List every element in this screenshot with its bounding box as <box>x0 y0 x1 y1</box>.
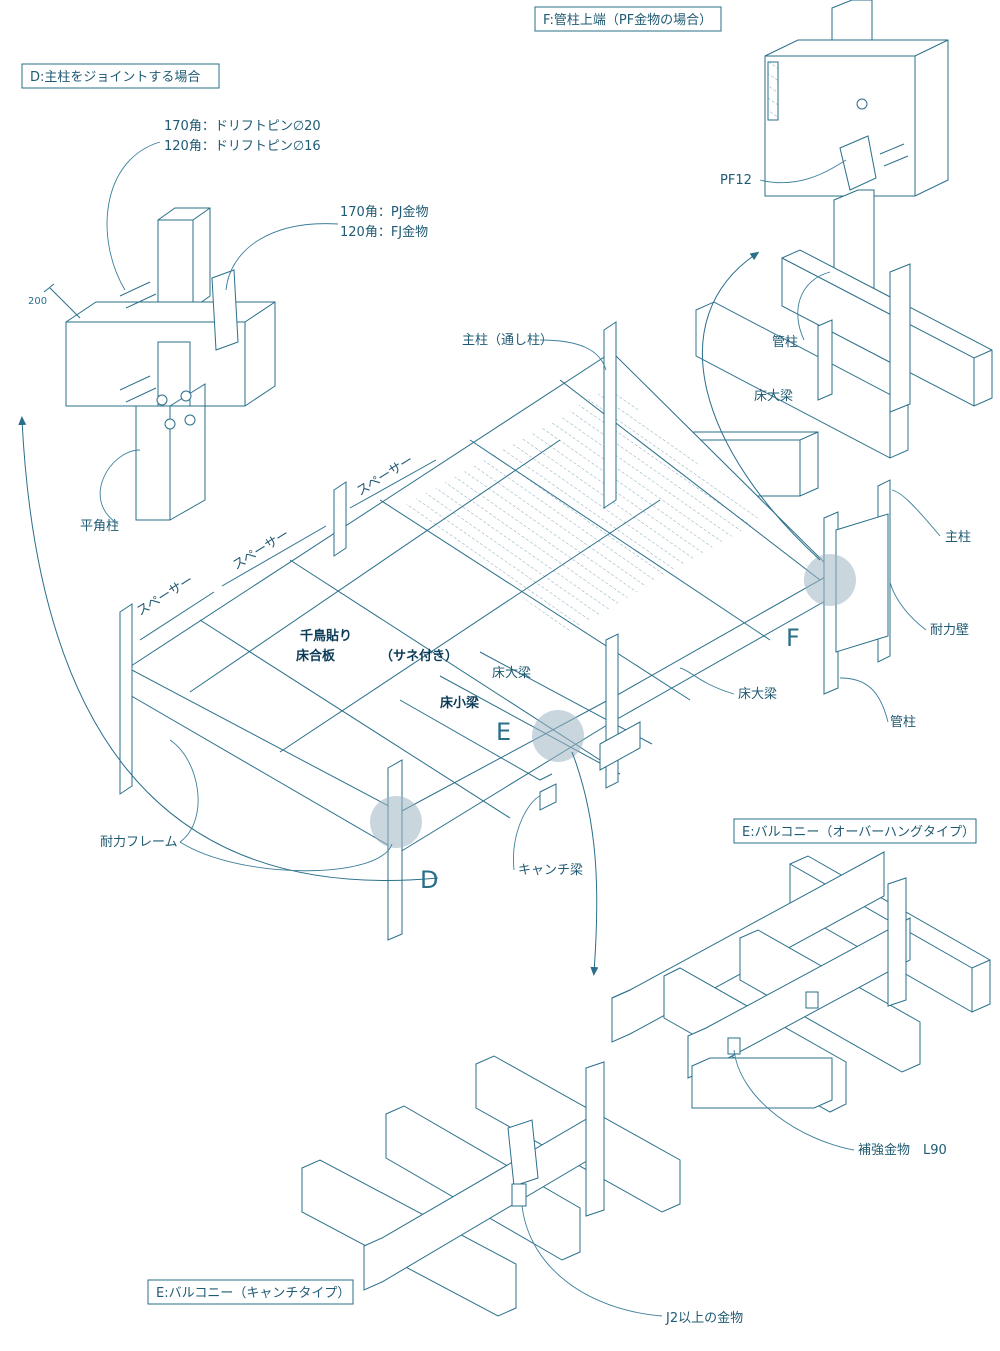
label-pf12: PF12 <box>720 173 752 188</box>
label-plywood-line2: 床合板 <box>296 648 336 664</box>
label-kudabashira-main: 管柱 <box>890 715 916 730</box>
leader-l90 <box>733 1049 855 1151</box>
detail-D-drawing <box>43 207 276 521</box>
label-j2: J2以上の金物 <box>665 1310 743 1326</box>
label-flat-column: 平角柱 <box>80 519 119 534</box>
label-fj-120: 120角：FJ金物 <box>340 224 428 240</box>
marker-F: F <box>786 624 800 652</box>
detail-box-F: F:管柱上端（PF金物の場合） <box>534 6 722 32</box>
label-drift-pin-170: 170角：ドリフトピン∅20 <box>164 119 321 134</box>
detail-E-overhang-drawing <box>611 851 991 1113</box>
label-main-column: 主柱 <box>945 530 971 545</box>
label-floor-beam: 床大梁 <box>738 687 777 702</box>
main-floor-frame <box>119 321 891 941</box>
detail-F-lower <box>675 249 993 497</box>
main-leaders <box>169 339 941 872</box>
detail-box-D-label: D:主柱をジョイントする場合 <box>30 70 200 85</box>
label-cantilever-beam: キャンチ梁 <box>518 863 583 878</box>
detail-box-E-overhang: E:バルコニー（オーバーハングタイプ） <box>733 818 977 844</box>
leader-pf12 <box>759 159 847 184</box>
label-main-column-through: 主柱（通し柱） <box>462 333 553 348</box>
detail-box-F-label: F:管柱上端（PF金物の場合） <box>543 12 712 28</box>
marker-E: E <box>496 718 511 746</box>
label-yuka-oohari-F: 床大梁 <box>754 389 793 404</box>
leader-j2 <box>521 1205 663 1317</box>
label-l90: 補強金物 L90 <box>858 1142 947 1158</box>
detail-E-cantilever-drawing <box>301 1055 681 1317</box>
highlight-D <box>370 796 422 848</box>
highlight-E <box>532 710 584 762</box>
label-pj-170: 170角：PJ金物 <box>340 204 429 220</box>
label-kudabashira-F: 管柱 <box>772 335 798 350</box>
detail-D-leaders <box>99 141 339 525</box>
detail-box-E-overhang-label: E:バルコニー（オーバーハングタイプ） <box>742 825 975 840</box>
label-bearing-wall: 耐力壁 <box>930 623 969 638</box>
leader-kudabashira-F <box>797 271 831 341</box>
marker-D: D <box>420 866 438 894</box>
detail-arrows <box>18 251 821 976</box>
label-floor-beam-inner: 床大梁 <box>492 666 531 681</box>
label-plywood-line1: 千鳥貼り <box>300 628 352 644</box>
highlight-F <box>804 554 856 606</box>
label-drift-pin-120: 120角：ドリフトピン∅16 <box>164 139 321 154</box>
detail-box-E-cantilever-label: E:バルコニー（キャンチタイプ） <box>156 1286 350 1301</box>
detail-box-E-cantilever: E:バルコニー（キャンチタイプ） <box>147 1279 354 1305</box>
label-spacer-3: スペーサー <box>134 573 196 620</box>
dimension-200: 200 <box>28 296 47 307</box>
label-tongue-groove: （サネ付き） <box>380 648 458 664</box>
label-floor-joist: 床小梁 <box>440 695 480 711</box>
label-bearing-frame: 耐力フレーム <box>100 835 178 850</box>
detail-box-D: D:主柱をジョイントする場合 <box>21 63 220 89</box>
highlight-markers <box>370 554 856 848</box>
